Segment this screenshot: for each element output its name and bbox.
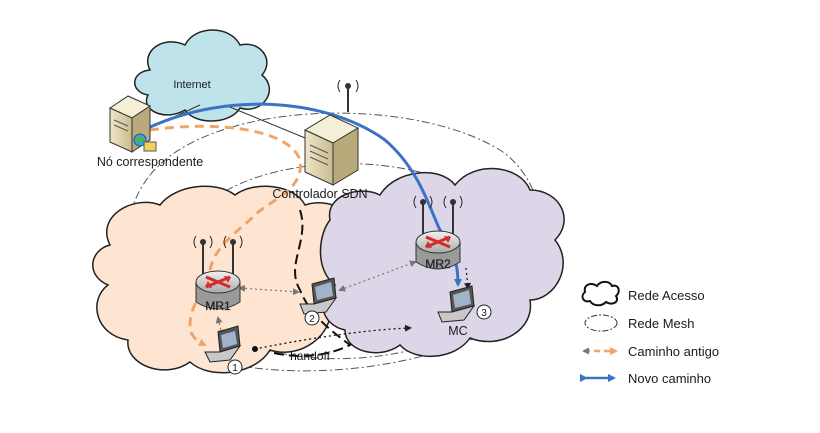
handoff-label: handoff — [290, 349, 330, 363]
mc-label: MC — [448, 324, 467, 338]
access-boundary-dashed — [269, 209, 352, 357]
legend-old-path-text: Caminho antigo — [628, 344, 719, 359]
laptop-2-icon — [299, 277, 338, 315]
internet-cloud — [134, 29, 270, 122]
step-3-badge: 3 — [476, 304, 492, 320]
legend-new-path-text: Novo caminho — [628, 371, 711, 386]
correspondent-server-icon — [108, 95, 157, 153]
legend-mesh-symbol — [584, 314, 618, 332]
svg-text:3: 3 — [481, 308, 487, 319]
laptop-1-icon — [204, 325, 242, 363]
step-1-badge: 1 — [227, 359, 243, 375]
handoff-arrow: handoff — [252, 324, 412, 363]
legend-mesh-text: Rede Mesh — [628, 316, 694, 331]
wireless-links — [215, 260, 471, 337]
controller-server-icon — [303, 79, 360, 186]
step-2-badge: 2 — [304, 310, 320, 326]
mr1-label: MR1 — [205, 299, 231, 313]
controller-label: Controlador SDN — [272, 187, 367, 201]
correspondent-label: Nó correspondente — [97, 155, 203, 169]
internet-label: Internet — [173, 79, 210, 91]
legend: Rede Acesso Rede Mesh Caminho antigo Nov… — [580, 280, 719, 386]
router-mr2-icon — [413, 195, 463, 270]
mr2-label: MR2 — [425, 257, 451, 271]
svg-text:2: 2 — [309, 314, 315, 325]
laptop-mc-icon — [437, 285, 476, 323]
legend-access-text: Rede Acesso — [628, 288, 705, 303]
legend-access-symbol — [581, 280, 620, 307]
svg-text:1: 1 — [232, 363, 238, 374]
router-mr1-icon — [193, 235, 243, 310]
